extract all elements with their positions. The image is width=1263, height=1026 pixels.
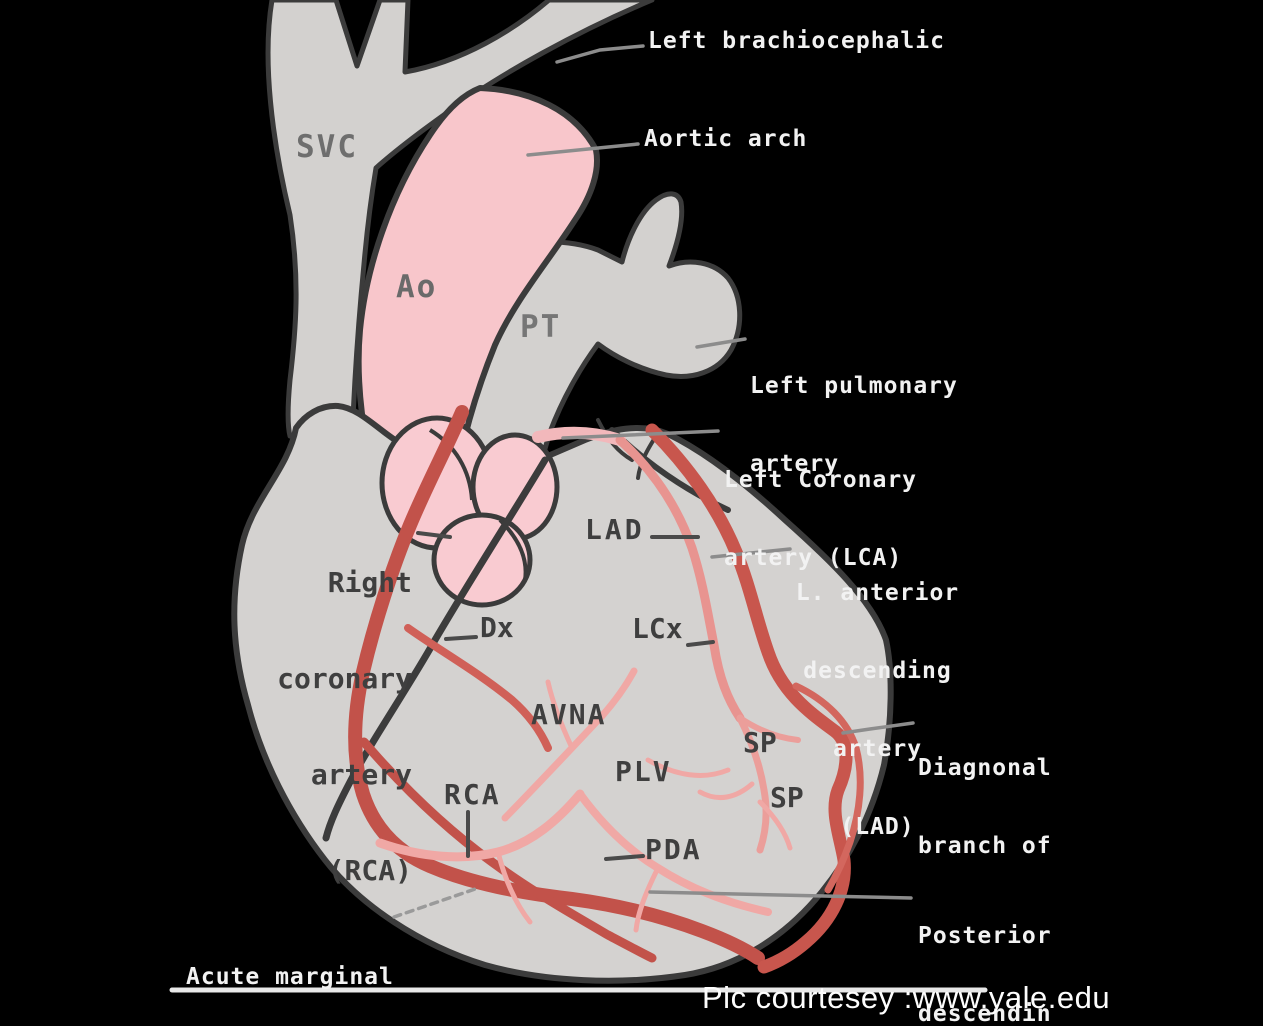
dash-lcx [686,640,715,647]
leader-lca [561,429,720,440]
label-lad: LAD [585,513,645,546]
callout-left-brachiocephalic: Left brachiocephalic [648,28,945,54]
label-plv: PLV [615,755,672,788]
dx-branch [404,624,552,752]
callout-left-pulmonary-artery: Left pulmonary artery [750,373,958,477]
posterior-network [375,667,793,933]
leader-lines [169,44,988,993]
leader-aortic-arch [526,142,640,157]
label-lcx: LCx [632,612,683,645]
dash-pda [604,854,645,861]
label-sp-lower: SP [770,781,804,814]
acute-marginal-branch [359,737,657,963]
label-avna: AVNA [531,698,607,731]
lad-artery [645,423,853,974]
callout-left-coronary-artery: Left Coronary artery (LCA) [724,467,918,571]
label-pda: PDA [645,833,702,866]
leader-posterior [648,890,913,900]
callout-aortic-arch: Aortic arch [644,126,808,152]
coronary-arteries [348,405,864,974]
callout-acute-marginal: Acute marginal branch of RCA [186,964,394,990]
callout-diagonal-branch: Diagnonal branch of [918,755,1052,859]
dash-dx [444,635,478,641]
callout-lad-full: L. anterior descending artery (LAD) [795,580,960,840]
callout-posterior-descending: Posterior descendin artery (P [918,923,1052,1026]
label-rca: RCA [444,778,501,811]
leader-left-brachiocephalic [555,44,645,64]
label-dx: Dx [480,611,514,644]
svc-and-brachiocephalic-vessel [265,0,655,445]
leader-acute-marginal [392,886,480,919]
label-sp-upper: SP [743,726,777,759]
leader-lad-callout [710,547,792,559]
label-right-coronary-artery: Right coronary artery (RCA) [277,566,412,887]
lcx-artery [615,435,745,723]
leader-left-pulmonary [695,337,747,349]
rca-artery [348,405,765,965]
label-svc: SVC [296,129,358,165]
lca-trunk [532,426,626,446]
dash-right-rca [416,531,452,539]
credit-text: Pic courtesey :www.yale.edu [702,980,1111,1015]
label-ao: Ao [396,269,438,305]
label-pt: PT [520,309,562,345]
diagonal-branch-vessel [792,682,864,894]
leader-diagonal [841,721,915,735]
